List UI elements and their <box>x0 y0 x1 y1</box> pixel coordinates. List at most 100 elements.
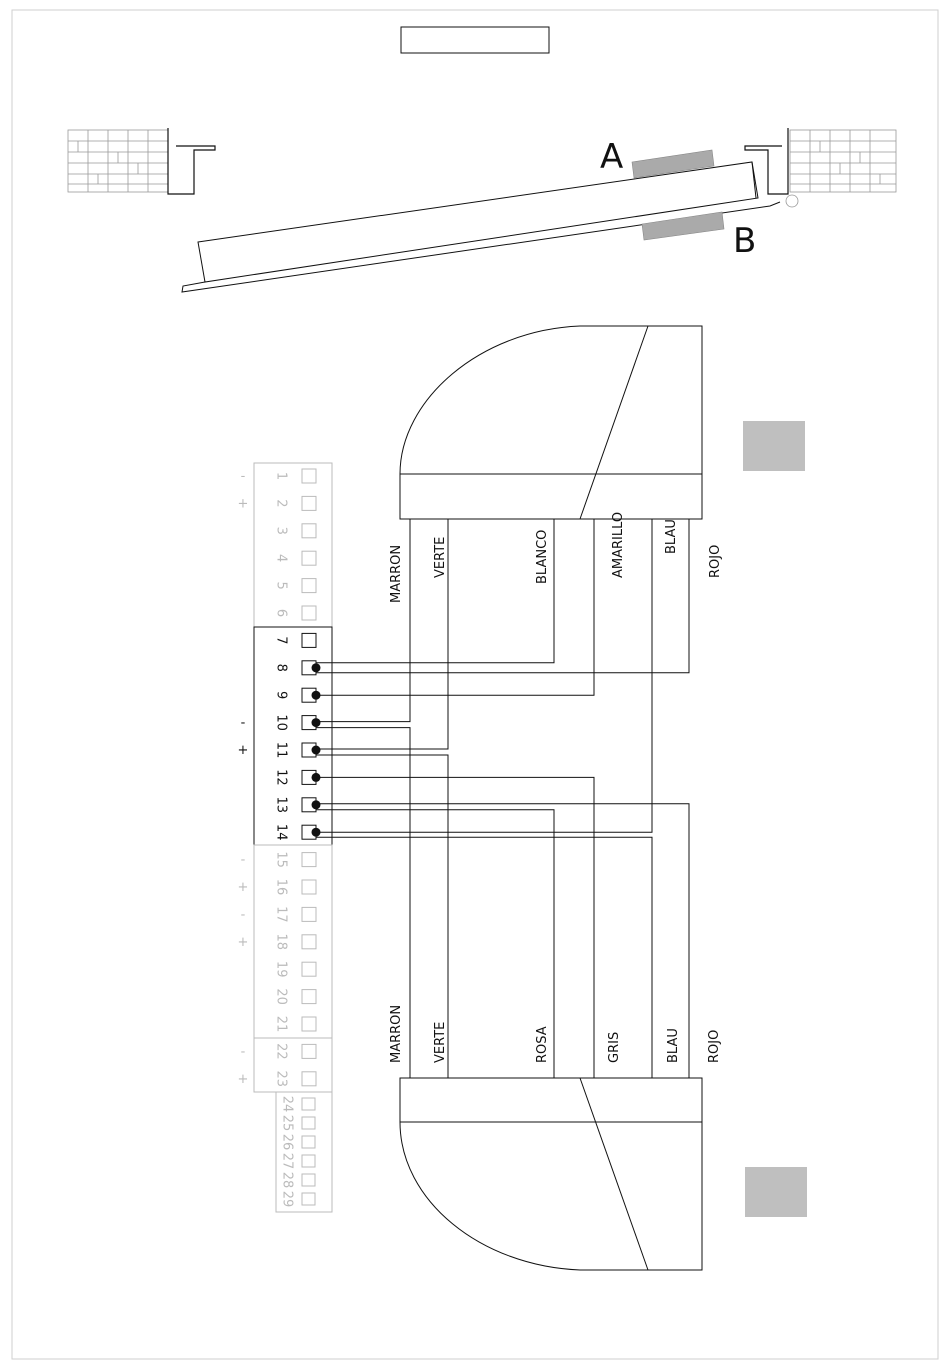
terminal-13: 13 <box>274 797 317 814</box>
terminal-8: 8 <box>274 661 317 675</box>
terminal-28: 28 <box>280 1172 316 1189</box>
connection-dot-11 <box>312 746 321 755</box>
terminal-number: 6 <box>274 609 289 617</box>
top-label-verte: VERTE <box>433 537 448 578</box>
terminal-10: 10 - <box>241 714 316 731</box>
terminal-18: 18 + <box>238 934 316 951</box>
connection-dot-10 <box>312 718 321 727</box>
terminal-screw-box <box>302 853 316 867</box>
terminal-number: 25 <box>280 1115 295 1132</box>
terminal-number: 20 <box>274 988 289 1005</box>
top-label-rojo: ROJO <box>708 545 723 578</box>
terminal-number: 9 <box>274 691 289 699</box>
terminal-24: 24 <box>280 1096 316 1113</box>
terminal-number: 18 <box>274 934 289 951</box>
terminal-9: 9 <box>274 688 317 702</box>
terminal-27: 27 <box>280 1153 316 1170</box>
wiring <box>312 519 690 1078</box>
terminal-screw-box <box>302 1174 315 1186</box>
terminal-11: 11+ <box>238 742 316 759</box>
terminal-22: 22 - <box>241 1043 316 1060</box>
terminal-screw-box <box>302 524 316 538</box>
terminal-polarity: + <box>238 496 249 511</box>
terminal-screw-box <box>302 1117 315 1129</box>
top-label-blanco: BLANCO <box>535 530 550 584</box>
terminal-1: 1- <box>241 469 316 484</box>
terminal-number: 3 <box>274 527 289 535</box>
terminal-group-1-6 <box>254 463 332 627</box>
terminal-number: 8 <box>274 664 289 672</box>
terminal-polarity: + <box>238 880 249 895</box>
right-wall <box>790 130 896 192</box>
terminal-screw-box <box>302 1017 316 1031</box>
bottom-label-rosa: ROSA <box>535 1026 550 1063</box>
terminal-screw-box <box>302 962 316 976</box>
top-label-amarillo: AMARILLO <box>611 512 626 578</box>
terminal-number: 28 <box>280 1172 295 1189</box>
terminal-polarity: + <box>238 743 249 758</box>
connection-dot-13 <box>312 800 321 809</box>
terminal-number: 14 <box>274 824 289 841</box>
photocell-b <box>642 212 724 240</box>
photocell-b-label: B <box>733 221 756 261</box>
terminal-polarity: - <box>241 1044 246 1059</box>
bottom-wire-labels: MARRON VERTE ROSA GRIS BLAU ROJO <box>389 1005 722 1063</box>
terminal-4: 4 <box>274 551 317 565</box>
hinge-icon <box>786 195 798 207</box>
terminal-number: 21 <box>274 1016 289 1033</box>
terminal-25: 25 <box>280 1115 316 1132</box>
terminal-14: 14 <box>274 824 317 841</box>
terminal-number: 24 <box>280 1096 295 1113</box>
terminal-screw-box <box>302 579 316 593</box>
terminal-polarity: + <box>238 935 249 950</box>
device-bottom-housing <box>400 1078 702 1270</box>
terminal-polarity: - <box>241 716 246 731</box>
terminal-screw-box <box>302 1098 315 1110</box>
bottom-label-marron: MARRON <box>389 1005 404 1063</box>
top-label-marron: MARRON <box>389 545 404 603</box>
terminal-screw-box <box>302 496 316 510</box>
bottom-label-verte: VERTE <box>433 1022 448 1063</box>
top-wire-verte <box>316 519 448 749</box>
device-bottom <box>400 1078 702 1270</box>
terminal-number: 17 <box>274 906 289 923</box>
terminal-group-22-23 <box>254 1038 332 1092</box>
terminal-screw-box <box>302 907 316 921</box>
terminal-number: 15 <box>274 851 289 868</box>
terminal-19: 19 <box>274 961 317 978</box>
terminal-polarity: - <box>241 907 246 922</box>
terminal-number: 22 <box>274 1043 289 1060</box>
terminal-number: 12 <box>274 769 289 786</box>
terminal-number: 10 <box>274 714 289 731</box>
terminal-7: 7 <box>274 633 317 647</box>
terminal-number: 4 <box>274 554 289 562</box>
device-top-housing <box>400 326 702 519</box>
bottom-wire-gris <box>316 777 594 1078</box>
terminal-screw-box <box>302 1193 315 1205</box>
terminal-17: 17 - <box>241 906 316 923</box>
photocell-a-label: A <box>600 137 623 177</box>
terminal-20: 20 <box>274 988 317 1005</box>
terminal-5: 5 <box>274 579 317 593</box>
terminal-polarity: - <box>241 469 246 484</box>
top-label-blau: BLAU <box>664 519 679 554</box>
left-pillar <box>168 128 215 194</box>
bottom-wire-blau <box>316 837 652 1078</box>
terminal-16: 16+ <box>238 879 316 896</box>
terminal-23: 23+ <box>238 1071 316 1088</box>
terminal-number: 19 <box>274 961 289 978</box>
connection-dot-8 <box>312 663 321 672</box>
terminal-screw-box <box>302 1155 315 1167</box>
top-wire-blau <box>316 519 652 832</box>
terminal-number: 23 <box>274 1071 289 1088</box>
terminal-polarity: - <box>241 853 246 868</box>
terminal-number: 27 <box>280 1153 295 1170</box>
terminal-screw-box <box>302 1136 315 1148</box>
terminal-number: 29 <box>280 1191 295 1208</box>
top-wire-labels: MARRON VERTE BLANCO AMARILLO BLAU ROJO <box>389 512 723 603</box>
connection-dot-9 <box>312 691 321 700</box>
terminal-29: 29 <box>280 1191 316 1208</box>
gate-plan: A B <box>68 128 896 292</box>
terminal-number: 7 <box>274 636 289 644</box>
